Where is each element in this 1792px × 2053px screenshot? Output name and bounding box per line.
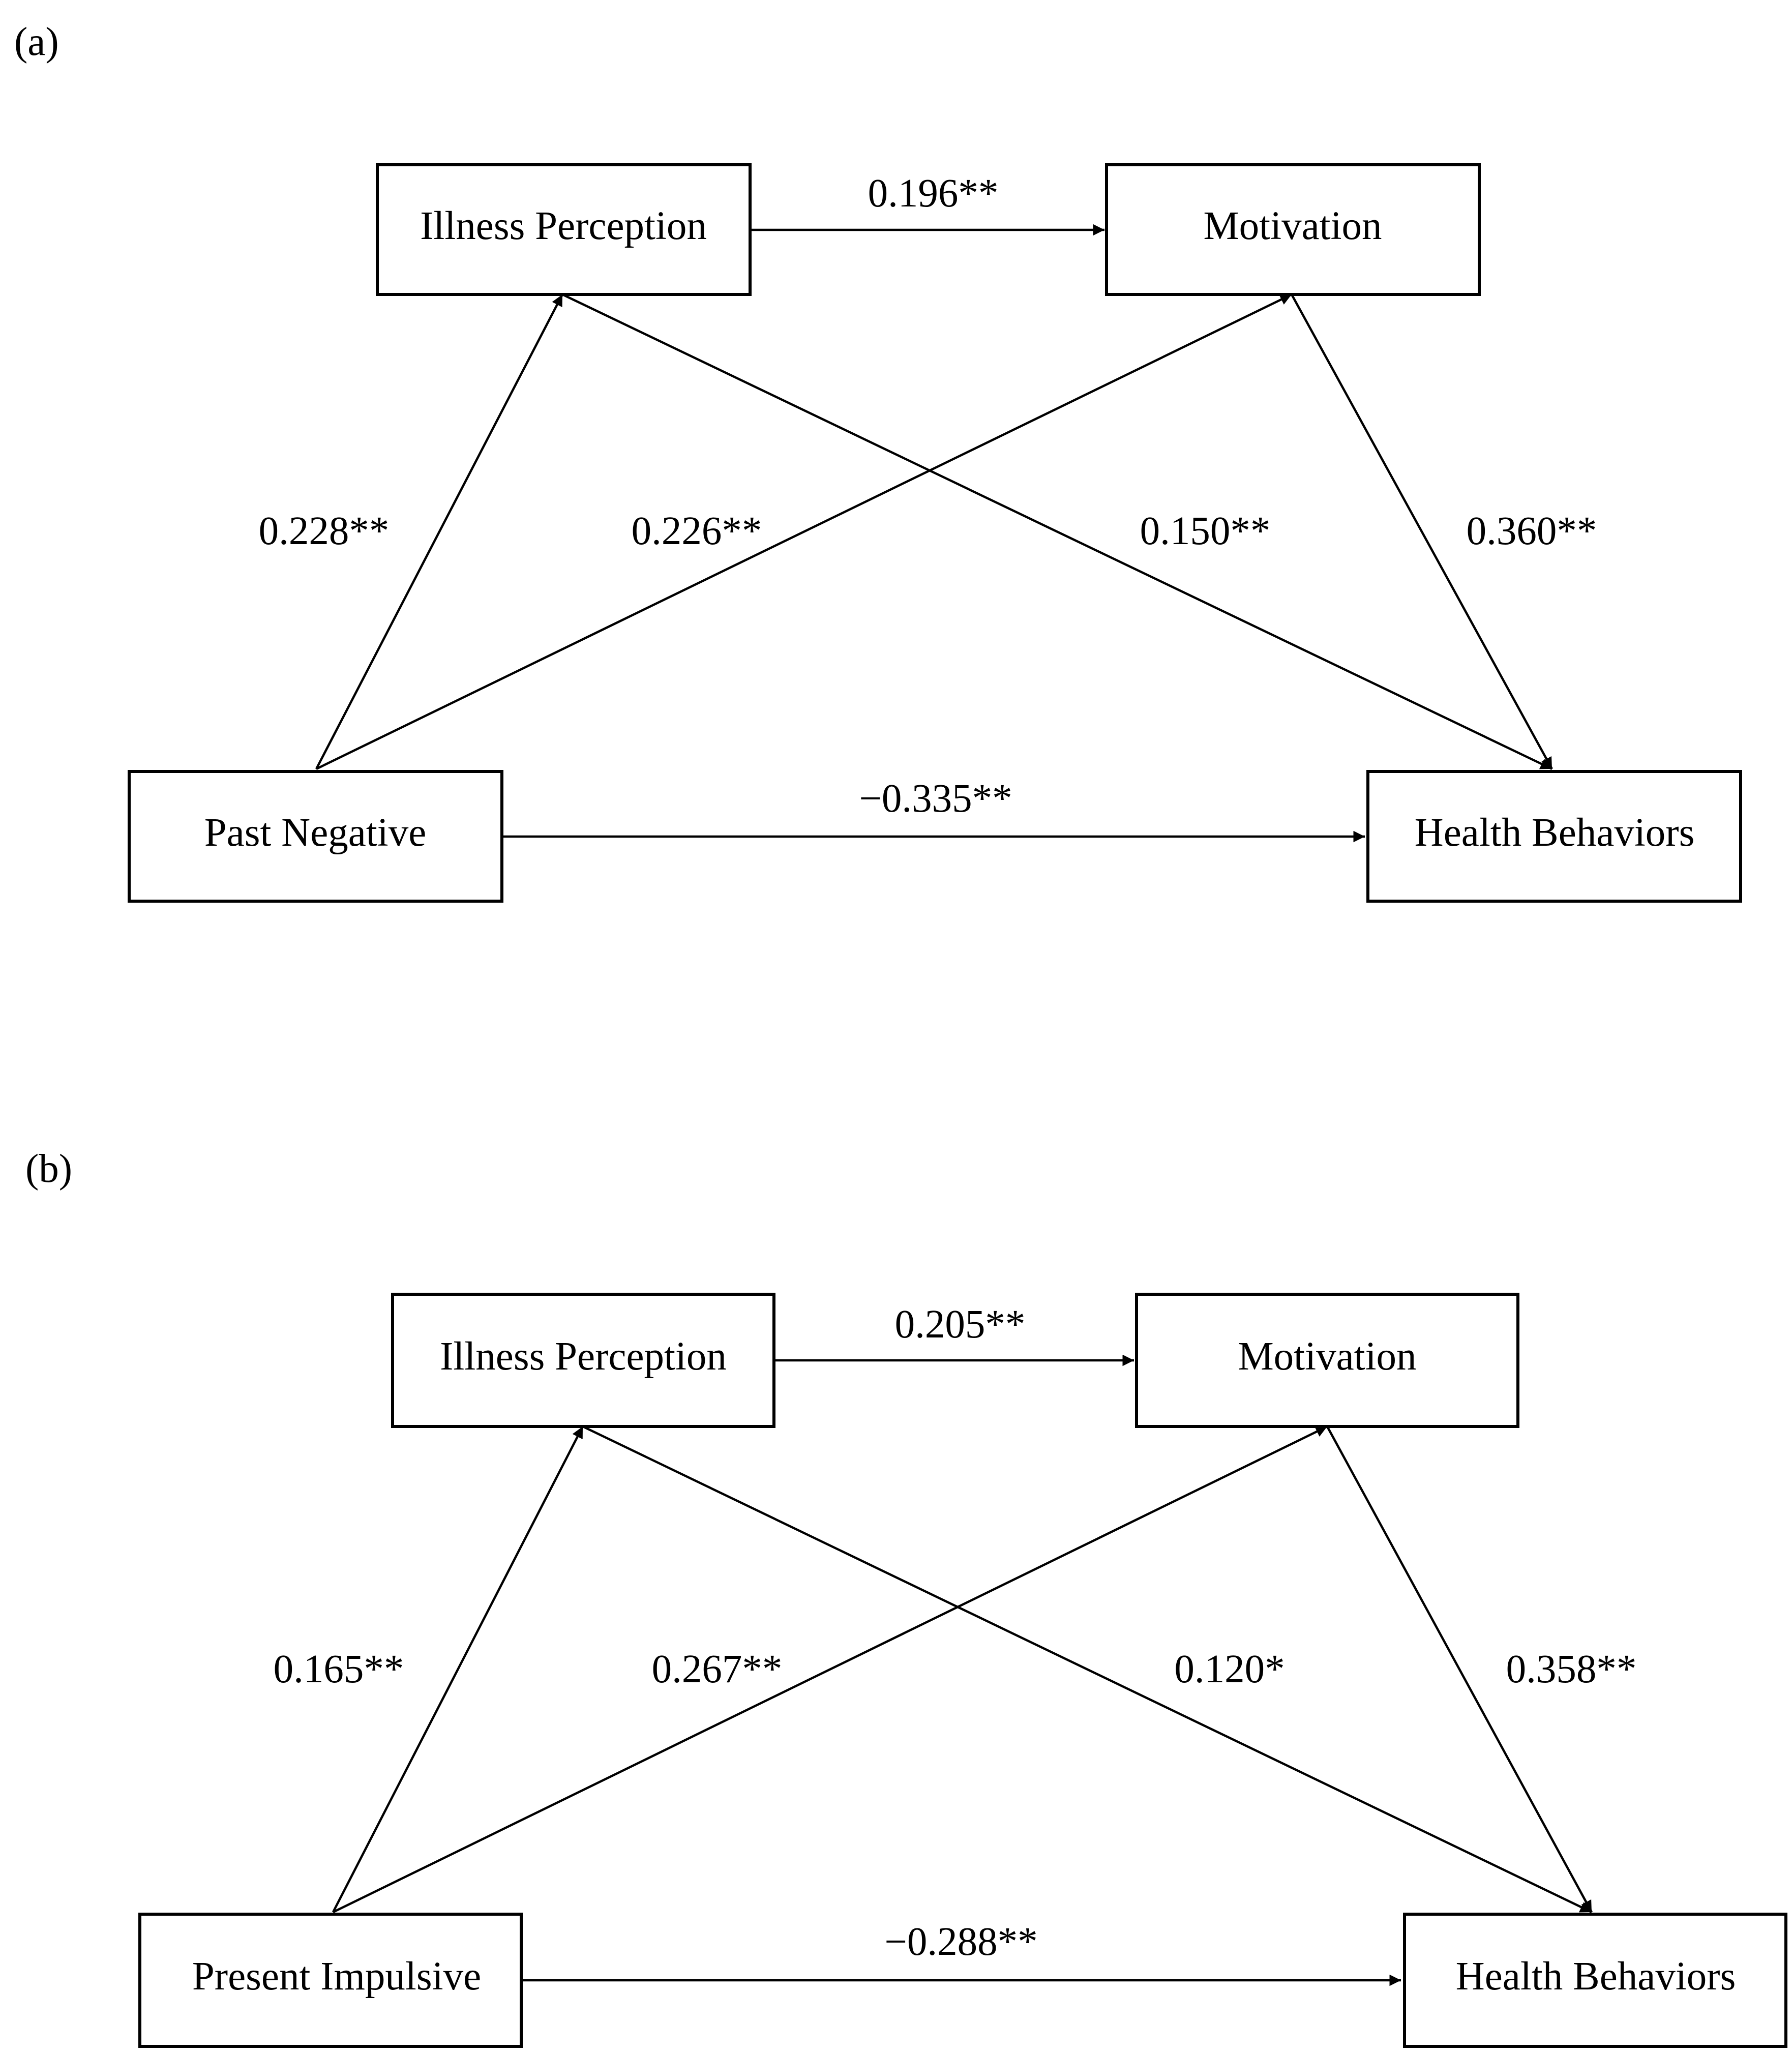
node-a-health-behaviors: Health Behaviors bbox=[1366, 770, 1742, 903]
node-a-illness-box bbox=[376, 163, 752, 296]
node-a-predictor: Past Negative bbox=[128, 770, 503, 903]
node-b-health-box bbox=[1403, 1913, 1787, 2048]
coef-b-predictor-to-motivation: 0.267** bbox=[652, 1647, 783, 1691]
coef-a-predictor-to-health: −0.335** bbox=[859, 777, 1012, 821]
coef-a-predictor-to-illness: 0.228** bbox=[259, 509, 390, 553]
node-b-motivation-label: Motivation bbox=[1238, 1334, 1416, 1379]
node-a-predictor-label: Past Negative bbox=[204, 811, 427, 855]
node-b-predictor-box bbox=[138, 1913, 523, 2048]
node-b-motivation: Motivation bbox=[1135, 1293, 1519, 1428]
panel-a-label: (a) bbox=[14, 20, 59, 64]
arrow-b-predictor-to-illness bbox=[332, 1425, 584, 1913]
node-a-motivation-label: Motivation bbox=[1203, 204, 1382, 248]
arrow-a-motivation-to-health bbox=[1291, 293, 1553, 770]
node-b-illness-label: Illness Perception bbox=[440, 1334, 727, 1379]
node-a-health-label: Health Behaviors bbox=[1415, 811, 1695, 855]
arrow-b-motivation-to-health bbox=[1326, 1425, 1593, 1913]
node-a-motivation-box bbox=[1105, 163, 1481, 296]
node-b-motivation-box bbox=[1135, 1293, 1519, 1428]
coef-a-motivation-to-health: 0.360** bbox=[1467, 509, 1597, 553]
coef-b-illness-to-health: 0.120* bbox=[1174, 1647, 1285, 1691]
node-a-illness-perception: Illness Perception bbox=[376, 163, 752, 296]
node-b-predictor-label: Present Impulsive bbox=[192, 1954, 481, 1999]
node-b-illness-box bbox=[391, 1293, 775, 1428]
node-a-illness-label: Illness Perception bbox=[420, 204, 707, 248]
panel-b-label: (b) bbox=[25, 1147, 72, 1191]
node-b-illness-perception: Illness Perception bbox=[391, 1293, 775, 1428]
node-a-motivation: Motivation bbox=[1105, 163, 1481, 296]
node-b-health-label: Health Behaviors bbox=[1456, 1954, 1736, 1999]
coef-b-predictor-to-health: −0.288** bbox=[884, 1920, 1037, 1964]
coef-a-predictor-to-motivation: 0.226** bbox=[632, 509, 762, 553]
coef-b-motivation-to-health: 0.358** bbox=[1506, 1647, 1637, 1691]
node-a-health-box bbox=[1366, 770, 1742, 903]
arrow-b-illness-to-health bbox=[582, 1425, 1592, 1914]
coef-a-illness-to-health: 0.150** bbox=[1140, 509, 1271, 553]
node-a-predictor-box bbox=[128, 770, 503, 903]
coef-a-illness-to-motivation: 0.196** bbox=[868, 171, 999, 216]
node-b-health-behaviors: Health Behaviors bbox=[1403, 1913, 1787, 2048]
coef-b-predictor-to-illness: 0.165** bbox=[274, 1647, 404, 1691]
panel-a: (a) Illness Perception Motivation Past N… bbox=[14, 20, 1742, 903]
arrow-a-illness-to-health bbox=[562, 293, 1552, 770]
arrow-b-predictor-to-motivation bbox=[333, 1425, 1328, 1914]
panel-b: (b) Illness Perception Motivation Presen… bbox=[25, 1147, 1787, 2048]
node-b-predictor: Present Impulsive bbox=[138, 1913, 523, 2048]
coef-b-illness-to-motivation: 0.205** bbox=[895, 1302, 1026, 1347]
arrow-a-predictor-to-illness bbox=[315, 293, 563, 770]
arrow-a-predictor-to-motivation bbox=[316, 293, 1292, 770]
